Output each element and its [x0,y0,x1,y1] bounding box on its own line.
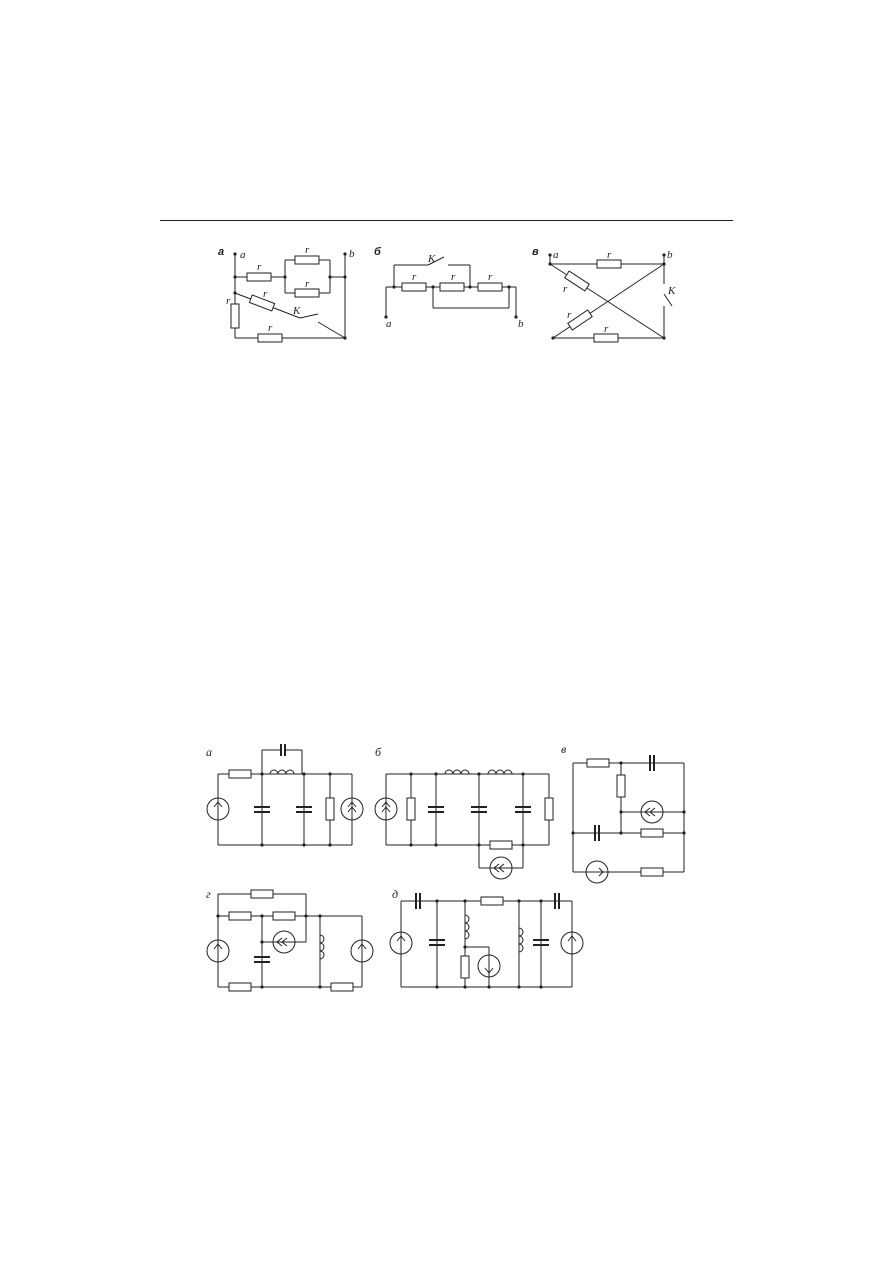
panel-tag: а [218,246,224,258]
top-panel-c: в a b r r r r K [532,246,676,343]
resistor [294,288,320,298]
resistor [228,769,252,779]
bottom-panel-d: г [206,887,374,992]
resistor [272,911,296,921]
resistor-label: r [607,249,612,261]
resistor-label: r [412,271,417,283]
switch-label: K [427,253,436,265]
current-source [585,860,609,884]
switch [663,293,673,307]
dependent-source [340,797,364,821]
resistor [250,889,274,899]
current-source [560,931,584,955]
resistor [489,840,513,850]
resistor-label: r [263,288,268,300]
switch-label: K [292,305,301,317]
resistor [460,955,470,979]
dependent-source [272,930,296,954]
top-panel-b: б a r r r K b [374,246,524,330]
panel-tag: а [206,745,212,759]
inductor [269,769,295,775]
resistor-label: r [567,309,572,321]
terminal-a [384,315,388,319]
resistor [401,282,427,292]
panel-tag: в [561,742,566,756]
bottom-panel-b: б [374,745,554,880]
resistor-label: r [604,323,609,335]
resistor [406,797,416,821]
resistor [246,272,272,282]
resistor-label: r [257,261,262,273]
panel-tag: в [532,246,539,258]
top-panel-a: а a b r r r r K r r [218,244,355,343]
resistor [544,797,554,821]
header-rule [160,220,733,221]
node-b-label: b [349,248,355,260]
resistor [248,294,276,312]
resistor-label: r [488,271,493,283]
resistor [477,282,503,292]
resistor [257,333,283,343]
panel-tag: б [374,246,382,258]
resistor [567,309,593,331]
resistor [294,255,320,265]
resistor [586,758,610,768]
resistor-label: r [563,283,568,295]
resistor-label: r [451,271,456,283]
current-source [389,931,413,955]
inductor [319,934,325,960]
inductor [487,769,513,775]
resistor [330,982,354,992]
inductor [464,914,470,940]
resistor [640,867,664,877]
bottom-panel-c: в [561,742,686,884]
bottom-panel-e: д [389,887,584,989]
switch-label: K [667,285,676,297]
resistor-label: r [226,295,231,307]
resistor [230,303,240,329]
inductor [444,769,470,775]
resistor-label: r [305,278,310,290]
current-source [477,954,501,978]
panel-tag: д [392,887,398,901]
terminal-b [514,315,518,319]
resistor [564,270,590,292]
resistor [640,828,664,838]
resistor [596,259,622,269]
resistor-label: r [268,322,273,334]
panel-tag: г [206,887,211,901]
current-source [350,939,374,963]
switch [427,256,445,266]
node-a-label: a [240,249,246,261]
dependent-source [640,800,664,824]
current-source [206,797,230,821]
node-b-label: b [667,249,673,261]
current-source [374,797,398,821]
resistor [480,896,504,906]
node-a-label: a [553,249,559,261]
resistor [593,333,619,343]
resistor [228,911,252,921]
resistor-label: r [305,244,310,256]
current-source [206,939,230,963]
resistor [228,982,252,992]
resistor [325,797,335,821]
inductor [518,927,524,953]
bottom-panel-a: а [206,744,364,847]
dependent-source [489,856,513,880]
resistor [439,282,465,292]
switch [299,313,319,319]
resistor [616,774,626,798]
panel-tag: б [375,745,382,759]
node-b-label: b [518,318,524,330]
node-a-label: a [386,318,392,330]
